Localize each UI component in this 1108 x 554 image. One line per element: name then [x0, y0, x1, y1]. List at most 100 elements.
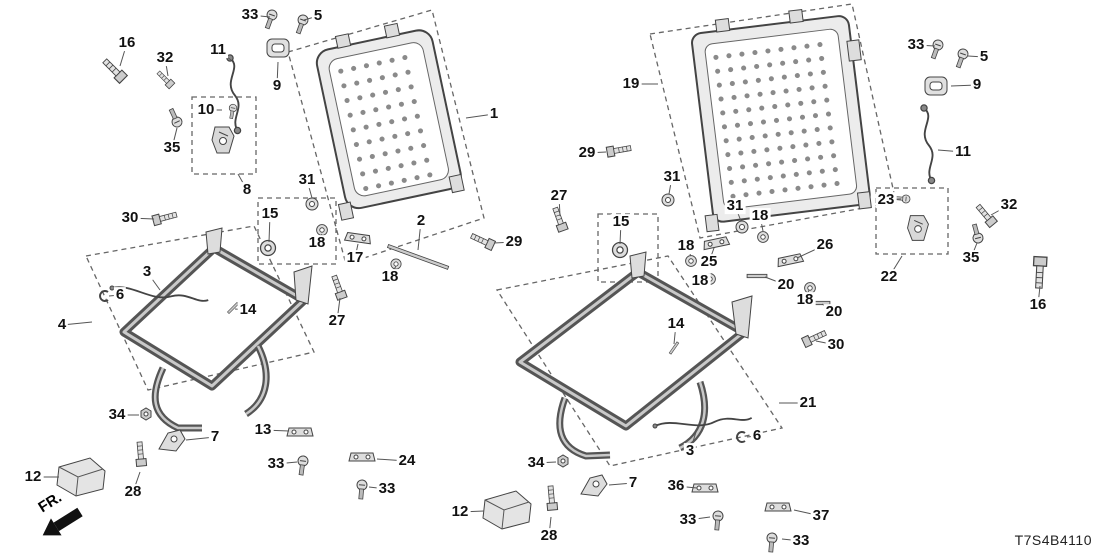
seat-cushion-frame-right — [515, 251, 753, 460]
leader-line — [61, 321, 93, 326]
part-31-washer-c — [735, 220, 749, 234]
part-18-washer-b — [390, 258, 402, 270]
diagram-code: T7S4B4110 — [1014, 532, 1092, 548]
part-7-hinge-b — [580, 474, 608, 497]
part-30-bolt-a — [151, 209, 179, 227]
part-33-screw-a — [262, 8, 279, 31]
leader-line — [708, 247, 715, 263]
part-18-washer-d — [685, 255, 697, 267]
part-20-pin-a — [746, 273, 768, 279]
part-7-hinge-a — [158, 429, 186, 452]
fr-direction-arrow — [42, 507, 83, 536]
leader-line — [108, 294, 121, 297]
part-11-cable-b — [919, 103, 936, 185]
assembly-box-cushion-left — [85, 225, 315, 391]
leader-line — [493, 241, 515, 244]
part-31-washer-a — [305, 197, 319, 211]
leader-line — [237, 173, 248, 191]
part-26-bracket — [775, 252, 805, 268]
part-18-washer-a — [316, 224, 328, 236]
part-9-striker-b — [924, 76, 948, 96]
part-33-screw-b — [295, 454, 310, 477]
part-32-bolt-a — [155, 69, 176, 90]
part-37-bracket — [764, 502, 792, 512]
assembly-box-latch-right — [875, 187, 949, 255]
part-12-cover-a — [56, 457, 106, 497]
leader-line — [990, 204, 1010, 216]
part-31-washer-b — [661, 193, 675, 207]
leader-line — [354, 243, 359, 259]
leader-line — [276, 61, 279, 87]
leader-line — [687, 516, 711, 521]
part-27-bolt-a — [328, 273, 348, 301]
seat-back-frame-right — [691, 8, 872, 233]
part-17-bracket — [344, 231, 372, 245]
leader-line — [668, 176, 673, 195]
leader-line — [915, 44, 936, 47]
leader-line — [164, 57, 169, 77]
part-11-cable-a — [225, 53, 242, 135]
leader-line — [685, 245, 692, 257]
leader-line — [619, 221, 622, 245]
leader-line — [262, 429, 290, 432]
leader-line — [417, 220, 422, 251]
leader-line — [132, 471, 141, 493]
part-29-bolt-b — [605, 142, 633, 158]
part-22-latch — [907, 215, 929, 241]
assembly-box-bushing-right — [597, 213, 659, 283]
leader-line — [336, 297, 341, 322]
leader-line — [673, 323, 677, 345]
leader-line — [967, 55, 985, 58]
leader-line — [793, 509, 822, 517]
part-5-screw-a — [293, 13, 310, 36]
leader-line — [764, 276, 787, 286]
seat-back-frame-left — [315, 22, 465, 221]
leader-line — [234, 308, 249, 311]
leader-line — [268, 213, 271, 243]
leader-line — [888, 255, 903, 278]
leader-line — [781, 538, 802, 542]
part-32-bolt-b — [973, 202, 998, 229]
part-9-striker-a — [266, 38, 290, 58]
part-34-nut-b — [557, 454, 569, 468]
leader-line — [316, 233, 323, 244]
leader-line — [275, 461, 298, 465]
part-14-pin-a — [227, 302, 239, 314]
part-15-bushing-b — [611, 241, 629, 259]
leader-line — [465, 113, 495, 119]
part-33-screw-c — [355, 479, 368, 500]
leader-line — [970, 242, 978, 259]
leader-line — [937, 149, 964, 153]
part-18-washer-f — [804, 282, 816, 294]
leader-line — [746, 435, 758, 438]
leader-line — [950, 84, 978, 87]
leader-line — [1037, 285, 1041, 306]
leader-line — [129, 217, 155, 220]
leader-line — [185, 436, 216, 441]
part-13-bracket — [286, 427, 314, 437]
leader-line — [821, 303, 835, 313]
part-29-bolt-a — [468, 230, 496, 251]
leader-line — [535, 461, 557, 464]
leader-line — [586, 151, 607, 154]
assembly-box-cushion-right — [495, 255, 784, 467]
part-33-screw-e — [711, 510, 724, 531]
part-33-screw-d — [928, 38, 945, 61]
part-6-clip-b — [736, 431, 746, 443]
seat-cushion-frame-left — [119, 227, 313, 432]
part-8-lock — [211, 126, 235, 154]
part-28-bolt-a — [134, 441, 148, 467]
part-33-screw-f — [765, 532, 778, 553]
part-16-bolt-a — [100, 56, 128, 84]
assembly-box-lock-left — [191, 96, 257, 175]
part-16-bolt-b — [1031, 255, 1048, 290]
part-18-washer-c — [757, 231, 769, 243]
part-20-pin-b — [809, 300, 831, 306]
part-24-bracket — [348, 452, 376, 462]
leader-line — [608, 482, 634, 486]
part-28-bolt-b — [545, 485, 559, 511]
leader-line — [171, 127, 178, 149]
leader-line — [815, 340, 837, 346]
part-23-screw — [894, 193, 911, 204]
